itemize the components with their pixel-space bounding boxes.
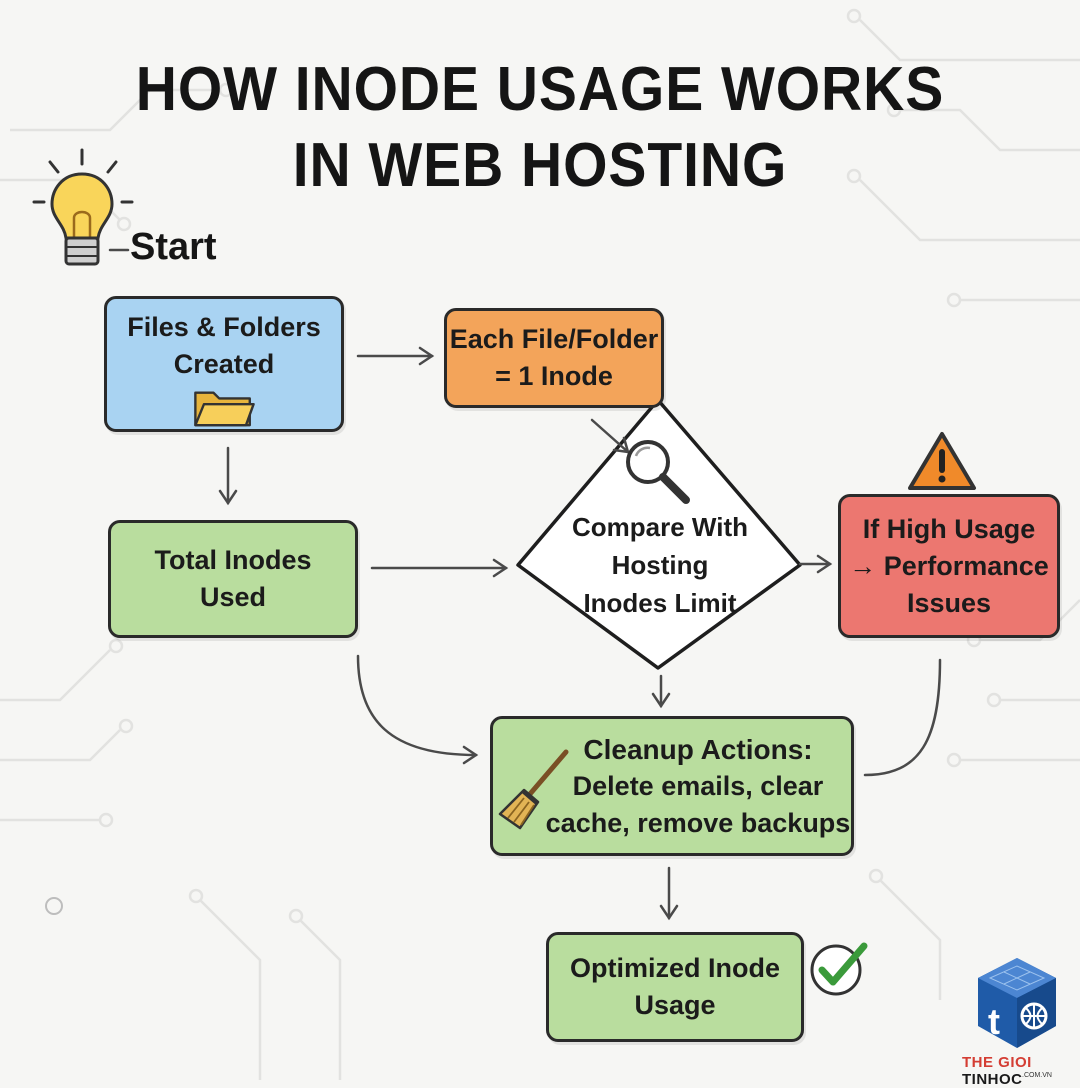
node-optimized[interactable]: Optimized Inode Usage [546,932,804,1042]
lightbulb-icon [32,148,134,266]
node-total-inodes-label: Total Inodes Used [154,545,312,612]
title-line-2: IN WEB HOSTING [292,131,788,200]
magnifier-icon [626,440,690,504]
node-compare-label: Compare With Hosting Inodes Limit [572,512,748,618]
brand-logo-icon: t [978,958,1056,1048]
start-label: Start [130,226,217,268]
circuit-pattern [0,8,1080,1080]
node-files-created[interactable]: Files & Folders Created [104,296,344,432]
node-each-file-label: Each File/Folder = 1 Inode [449,324,659,391]
node-files-created-label: Files & Folders Created [127,312,321,379]
brand-name-part1: THE GIOI [962,1054,1032,1071]
warning-icon [908,432,976,490]
title-line-1: HOW INODE USAGE WORKS [135,55,945,124]
node-total-inodes[interactable]: Total Inodes Used [108,520,358,638]
svg-text:t: t [988,1001,1000,1042]
node-high-usage[interactable]: If High Usage → Performance Issues [838,494,1060,638]
node-each-file[interactable]: Each File/Folder = 1 Inode [444,308,664,408]
folder-icon [194,391,255,427]
checkmark-icon [810,942,868,996]
node-optimized-label: Optimized Inode Usage [569,953,780,1020]
node-cleanup-body: Delete emails, clear cache, remove backu… [545,770,851,838]
brand-name: THE GIOI TINHOC [962,1054,1080,1088]
connectors [108,248,942,921]
node-cleanup-title: Cleanup Actions: [583,733,813,765]
node-high-usage-label: If High Usage → Performance Issues [849,513,1049,618]
broom-icon [498,749,569,830]
page-title: HOW INODE USAGE WORKS IN WEB HOSTING [43,52,1037,204]
decision-diamond [516,398,802,670]
circuit-dot [45,897,63,915]
node-cleanup[interactable]: Cleanup Actions: Delete emails, clear ca… [490,716,854,856]
brand-domain: .COM.VN [1022,1072,1052,1079]
